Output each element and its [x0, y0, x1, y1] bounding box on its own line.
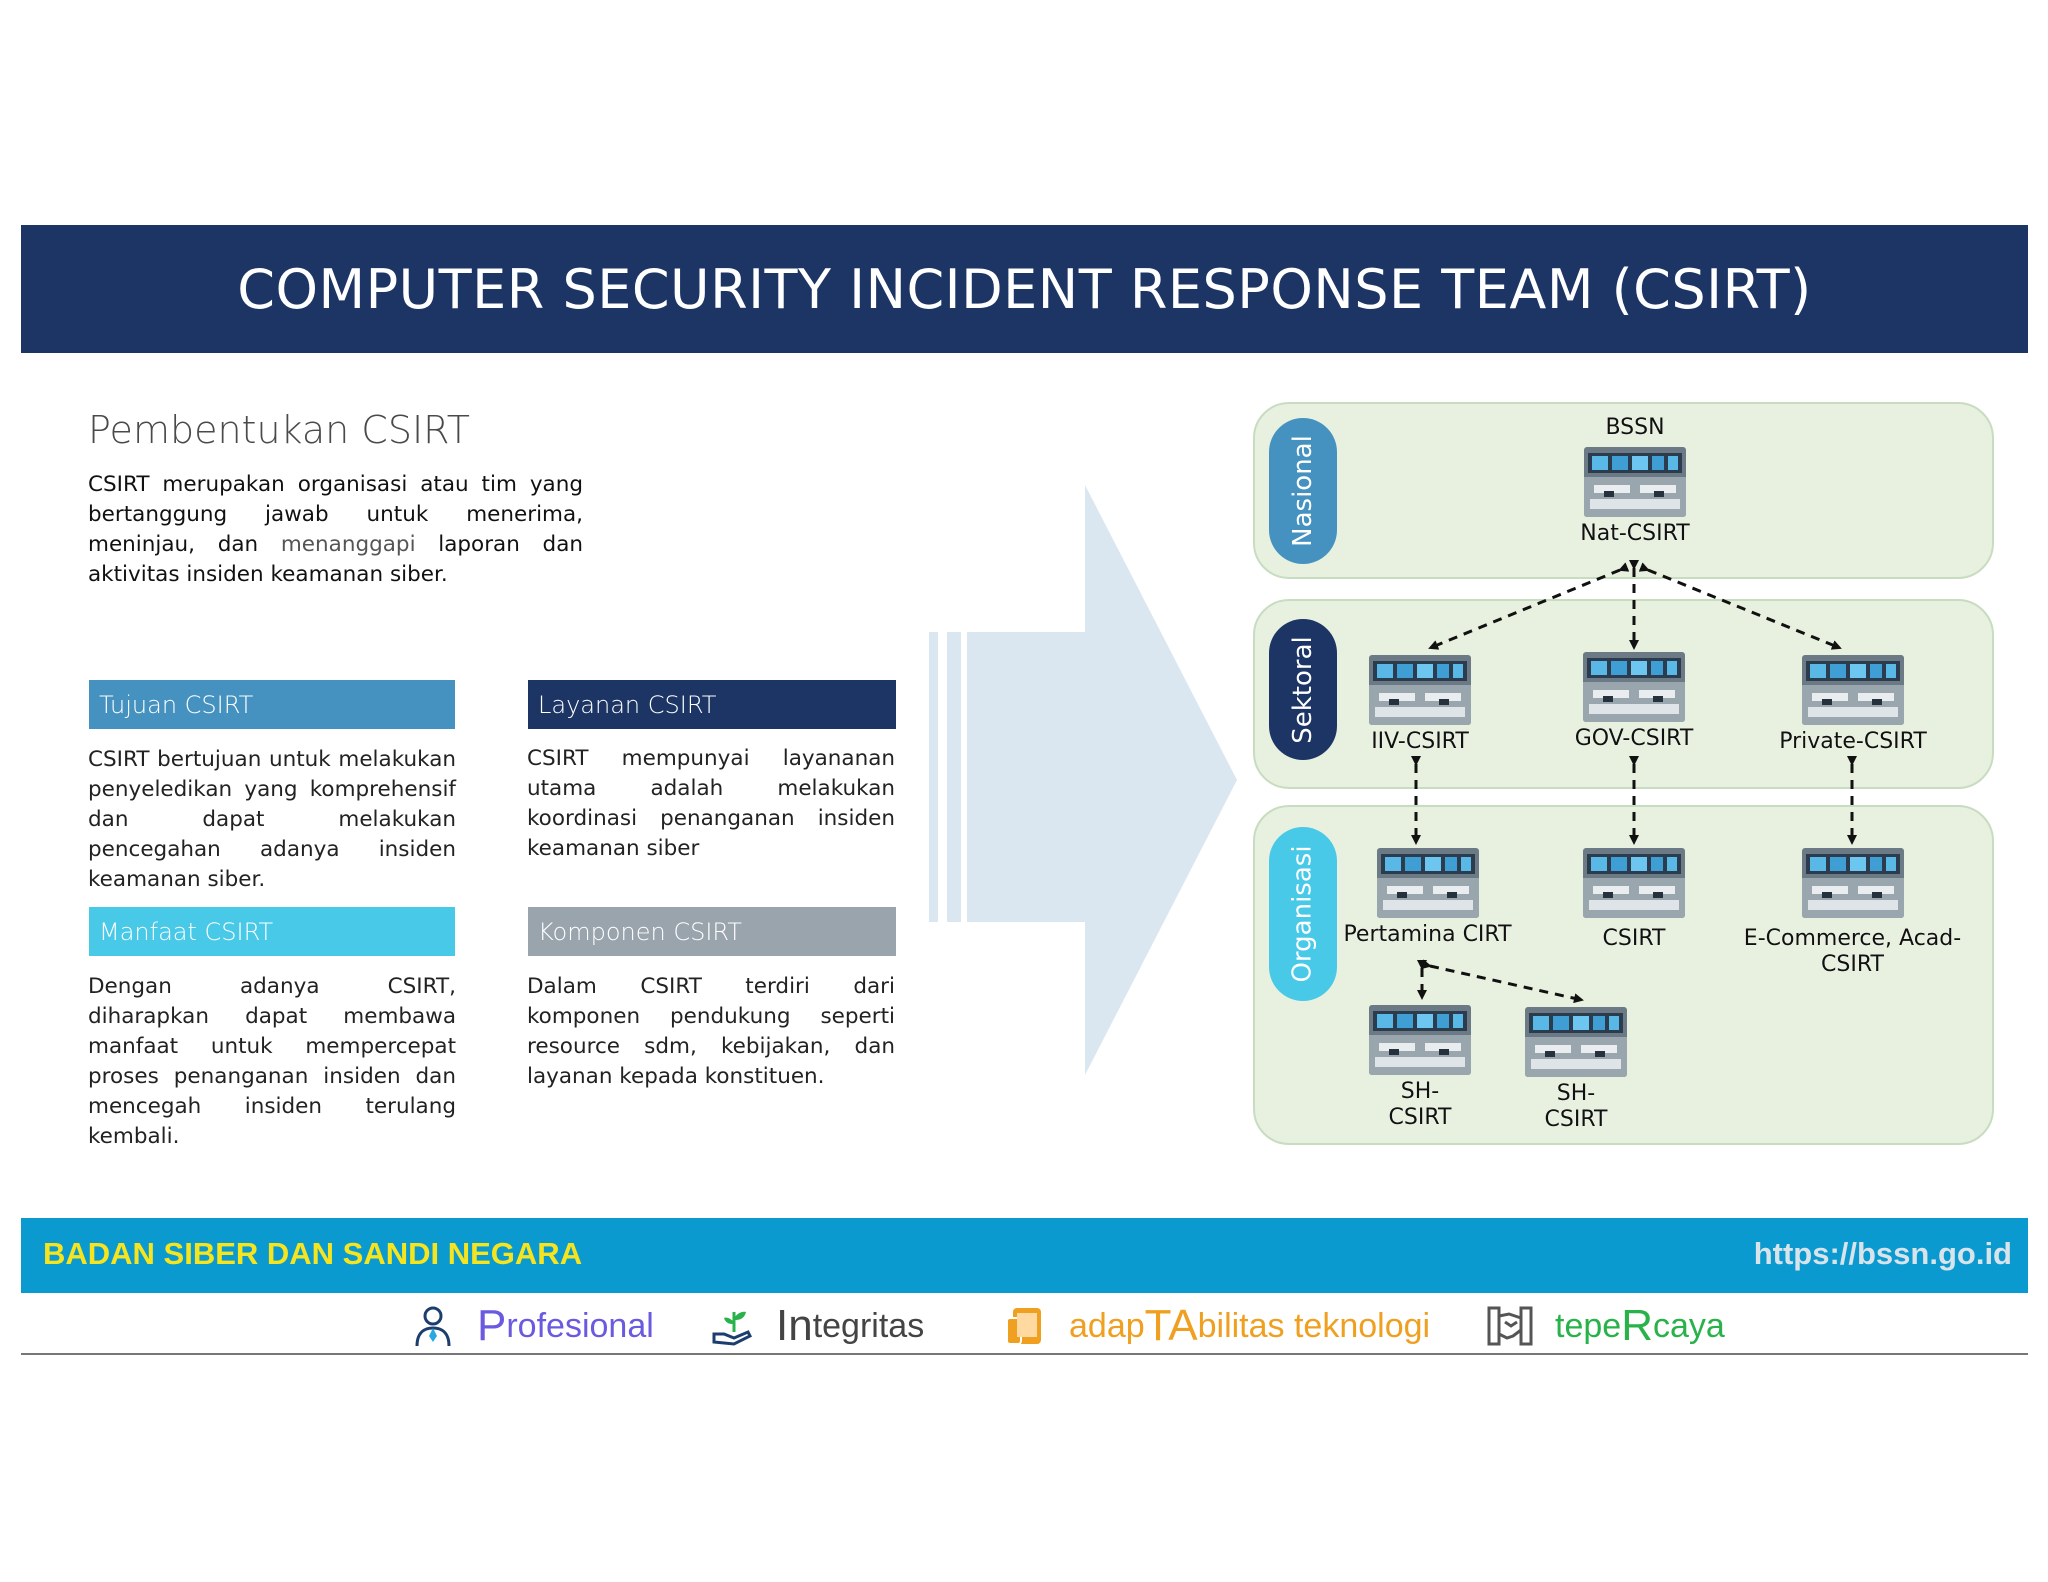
- node-sh2-line1: SH-: [1556, 1081, 1596, 1106]
- connector-pertamina-sh2: [1421, 959, 1584, 1004]
- hand-plant-icon: [712, 1311, 753, 1346]
- node-private-csirt-label: Private-CSIRT: [1779, 729, 1927, 754]
- node-org-csirt-label: CSIRT: [1602, 926, 1666, 951]
- value-adaptabilitas-initial: TA: [1144, 1301, 1198, 1350]
- node-gov-csirt-label: GOV-CSIRT: [1574, 726, 1694, 751]
- tier-label-sektoral: Sektoral: [1269, 619, 1337, 760]
- node-private-csirt: Private-CSIRT: [1763, 655, 1943, 755]
- control-room-icon: [1584, 447, 1686, 517]
- control-room-icon: [1583, 848, 1685, 918]
- control-room-icon: [1801, 848, 1904, 918]
- box-header-manfaat: Manfaat CSIRT: [89, 907, 455, 956]
- control-room-icon: [1376, 848, 1479, 918]
- node-bssn-caption: BSSN: [1605, 415, 1665, 440]
- node-iiv-csirt-label: IIV-CSIRT: [1371, 729, 1469, 754]
- intro-text-before: CSIRT merupakan organisasi atau tim yang…: [88, 472, 583, 557]
- value-profesional-rest: rofesional: [506, 1306, 654, 1345]
- node-sh1-line2: CSIRT: [1388, 1105, 1452, 1130]
- devices-icon: [1006, 1308, 1041, 1345]
- control-room-icon: [1802, 655, 1904, 725]
- slide-title: COMPUTER SECURITY INCIDENT RESPONSE TEAM…: [237, 257, 1812, 321]
- node-sh2-line2: CSIRT: [1544, 1107, 1608, 1132]
- box-header-layanan: Layanan CSIRT: [528, 680, 896, 729]
- node-pertamina: Pertamina CIRT: [1340, 848, 1515, 948]
- node-sh-csirt-1: SH- CSIRT: [1365, 1005, 1475, 1131]
- node-ecommerce-csirt: E-Commerce, Acad- CSIRT: [1740, 848, 1965, 978]
- value-terpercaya-pre: tepe: [1555, 1306, 1622, 1345]
- value-profesional-initial: P: [477, 1301, 507, 1350]
- box-text-manfaat: Dengan adanya CSIRT, diharapkan dapat me…: [88, 974, 456, 1149]
- node-pertamina-label: Pertamina CIRT: [1343, 922, 1512, 947]
- node-org-csirt: CSIRT: [1574, 848, 1694, 952]
- connector-nat-private: [1638, 562, 1842, 650]
- control-room-icon: [1583, 652, 1685, 722]
- footer-org-name: BADAN SIBER DAN SANDI NEGARA: [43, 1236, 583, 1271]
- box-header-tujuan: Tujuan CSIRT: [89, 680, 455, 729]
- node-ecommerce-line1: E-Commerce, Acad-: [1743, 926, 1962, 951]
- person-icon: [415, 1306, 451, 1347]
- control-room-icon: [1369, 1005, 1471, 1075]
- connector-nat-iiv: [1428, 562, 1630, 650]
- value-integritas-rest: tegritas: [812, 1306, 925, 1345]
- value-terpercaya-rest: caya: [1652, 1306, 1725, 1345]
- control-room-icon: [1525, 1007, 1627, 1077]
- footer-url[interactable]: https://bssn.go.id: [1753, 1236, 2012, 1271]
- tier-label-organisasi: Organisasi: [1269, 827, 1337, 1001]
- slide-title-banner: COMPUTER SECURITY INCIDENT RESPONSE TEAM…: [21, 225, 2028, 353]
- box-header-komponen: Komponen CSIRT: [528, 907, 896, 956]
- intro-paragraph: CSIRT merupakan organisasi atau tim yang…: [88, 470, 583, 590]
- box-text-komponen: Dalam CSIRT terdiri dari komponen penduk…: [527, 974, 895, 1089]
- node-sh1-line1: SH-: [1400, 1079, 1440, 1104]
- tier-label-nasional: Nasional: [1269, 418, 1337, 564]
- intro-text-highlight: menanggapi: [280, 532, 416, 557]
- intro-heading: Pembentukan CSIRT: [88, 408, 471, 452]
- node-bssn: BSSN Nat-CSIRT: [1560, 415, 1710, 547]
- node-sh-csirt-2: SH- CSIRT: [1521, 1007, 1631, 1133]
- footer-bar: BADAN SIBER DAN SANDI NEGARA https://bss…: [21, 1218, 2028, 1293]
- flow-arrow-icon: [929, 485, 1237, 1075]
- box-text-tujuan: CSIRT bertujuan untuk melakukan penyeled…: [88, 747, 456, 892]
- value-adaptabilitas-rest: bilitas teknologi: [1197, 1306, 1431, 1345]
- value-integritas-initial: In: [776, 1301, 813, 1350]
- value-adaptabilitas-pre: adap: [1069, 1306, 1145, 1345]
- node-ecommerce-line2: CSIRT: [1821, 952, 1884, 977]
- box-text-layanan: CSIRT mempunyai layananan utama adalah m…: [527, 746, 895, 861]
- node-iiv-csirt: IIV-CSIRT: [1350, 655, 1490, 755]
- value-terpercaya-initial: R: [1621, 1301, 1653, 1350]
- intro-text-after: laporan dan aktivitas insiden keamanan s…: [88, 532, 583, 587]
- node-gov-csirt: GOV-CSIRT: [1554, 652, 1714, 752]
- handshake-icon: [1487, 1306, 1533, 1346]
- control-room-icon: [1369, 655, 1471, 725]
- node-nat-csirt-label: Nat-CSIRT: [1580, 521, 1690, 546]
